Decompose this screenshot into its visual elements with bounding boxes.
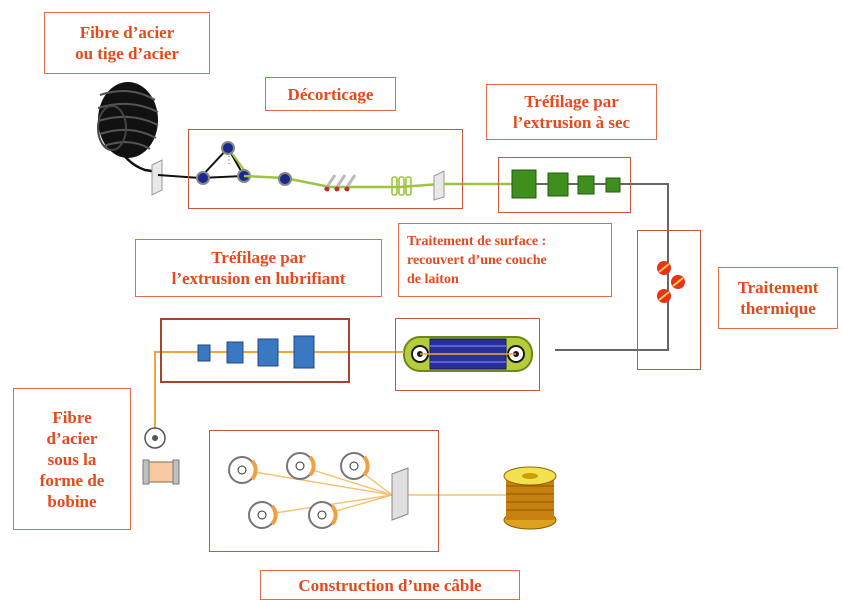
label-trefilage-lubrifiant: Tréfilage par l’extrusion en lubrifiant <box>135 239 382 297</box>
bobbin-icon <box>142 427 180 485</box>
label-line: sous la <box>47 449 97 469</box>
svg-text:⋮: ⋮ <box>224 155 234 166</box>
roller-2 <box>221 141 235 155</box>
label-line: Traitement de surface : <box>407 233 547 249</box>
label-line: Fibre d’acier <box>79 23 175 42</box>
surface-treatment-frame <box>395 318 540 391</box>
dry-drawing-frame <box>498 157 631 213</box>
decorticage-machine: ⋮ <box>157 141 445 201</box>
label-line: Fibre <box>52 407 92 427</box>
roller-4 <box>278 172 292 186</box>
dry-drawing-dies <box>511 169 625 199</box>
label-line: bobine <box>47 491 97 511</box>
cable-construction <box>228 452 557 530</box>
cable-spool-icon <box>503 466 557 530</box>
closing-die <box>391 467 409 521</box>
label-fibre-bobine: Fibre d’acier sous la forme de bobine <box>13 388 131 530</box>
label-line: recouvert d’une couche <box>407 252 547 268</box>
cleaning-coils <box>391 176 412 196</box>
label-line: Tréfilage par <box>211 248 306 267</box>
label-construction-cable: Construction d’une câble <box>260 570 520 600</box>
steel-coil-icon <box>97 82 159 174</box>
label-line: l’extrusion à sec <box>512 113 631 132</box>
orange-wire <box>154 351 404 428</box>
lubricated-drawing-frame <box>160 318 350 383</box>
guide-plate-1 <box>151 159 163 196</box>
label-line: Construction d’une câble <box>298 575 482 595</box>
label-trefilage-sec: Tréfilage par l’extrusion à sec <box>486 84 657 140</box>
heat-treatment-burners <box>657 261 685 303</box>
label-line: forme de <box>39 470 105 490</box>
label-line: d’acier <box>46 428 98 448</box>
heat-treatment-frame <box>637 230 701 370</box>
spools <box>228 452 370 529</box>
brass-coating-bath <box>403 336 533 372</box>
label-line: Décorticage <box>287 84 374 104</box>
roller-1 <box>196 171 210 185</box>
lubricated-drawing-dies <box>197 335 315 369</box>
label-decorticage: Décorticage <box>265 77 396 111</box>
label-line: l’extrusion en lubrifiant <box>171 269 346 288</box>
label-traitement-thermique: Traitement thermique <box>718 267 838 329</box>
label-line: Tréfilage par <box>524 92 619 111</box>
cable-construction-frame <box>209 430 439 552</box>
label-line: thermique <box>740 299 816 318</box>
label-line: de laiton <box>407 271 459 287</box>
label-line: ou tige d’acier <box>75 44 179 63</box>
decorticage-frame <box>188 129 463 209</box>
label-fibre-acier: Fibre d’acier ou tige d’acier <box>44 12 210 74</box>
label-line: Traitement <box>737 278 819 297</box>
label-traitement-surface: Traitement de surface : recouvert d’une … <box>398 223 612 297</box>
